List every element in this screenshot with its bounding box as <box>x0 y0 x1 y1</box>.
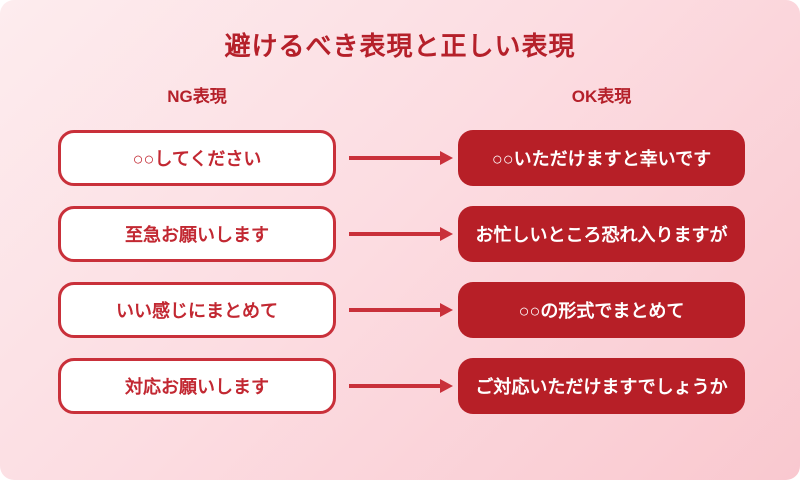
arrow-line <box>349 308 440 312</box>
arrow-icon <box>336 130 458 186</box>
arrow-head <box>440 303 453 317</box>
comparison-rows: ○○してください ○○いただけますと幸いです 至急お願いします お忙しいところ恐… <box>58 130 745 434</box>
ng-expression-box: ○○してください <box>58 130 336 186</box>
comparison-row: ○○してください ○○いただけますと幸いです <box>58 130 745 186</box>
arrow-line <box>349 384 440 388</box>
arrow-icon <box>336 206 458 262</box>
arrow-icon <box>336 282 458 338</box>
column-header-ng: NG表現 <box>167 87 227 106</box>
arrow-head <box>440 227 453 241</box>
arrow-line <box>349 232 440 236</box>
ng-expression-box: 至急お願いします <box>58 206 336 262</box>
comparison-row: いい感じにまとめて ○○の形式でまとめて <box>58 282 745 338</box>
page-title: 避けるべき表現と正しい表現 <box>224 31 576 61</box>
arrow-head <box>440 151 453 165</box>
arrow-head <box>440 379 453 393</box>
comparison-row: 対応お願いします ご対応いただけますでしょうか <box>58 358 745 414</box>
arrow-line <box>349 156 440 160</box>
comparison-row: 至急お願いします お忙しいところ恐れ入りますが <box>58 206 745 262</box>
column-header-ok: OK表現 <box>571 87 632 106</box>
ok-expression-box: ○○いただけますと幸いです <box>458 130 745 186</box>
ng-expression-box: 対応お願いします <box>58 358 336 414</box>
ok-expression-box: ご対応いただけますでしょうか <box>458 358 745 414</box>
ok-expression-box: お忙しいところ恐れ入りますが <box>458 206 745 262</box>
ng-expression-box: いい感じにまとめて <box>58 282 336 338</box>
ok-expression-box: ○○の形式でまとめて <box>458 282 745 338</box>
arrow-icon <box>336 358 458 414</box>
